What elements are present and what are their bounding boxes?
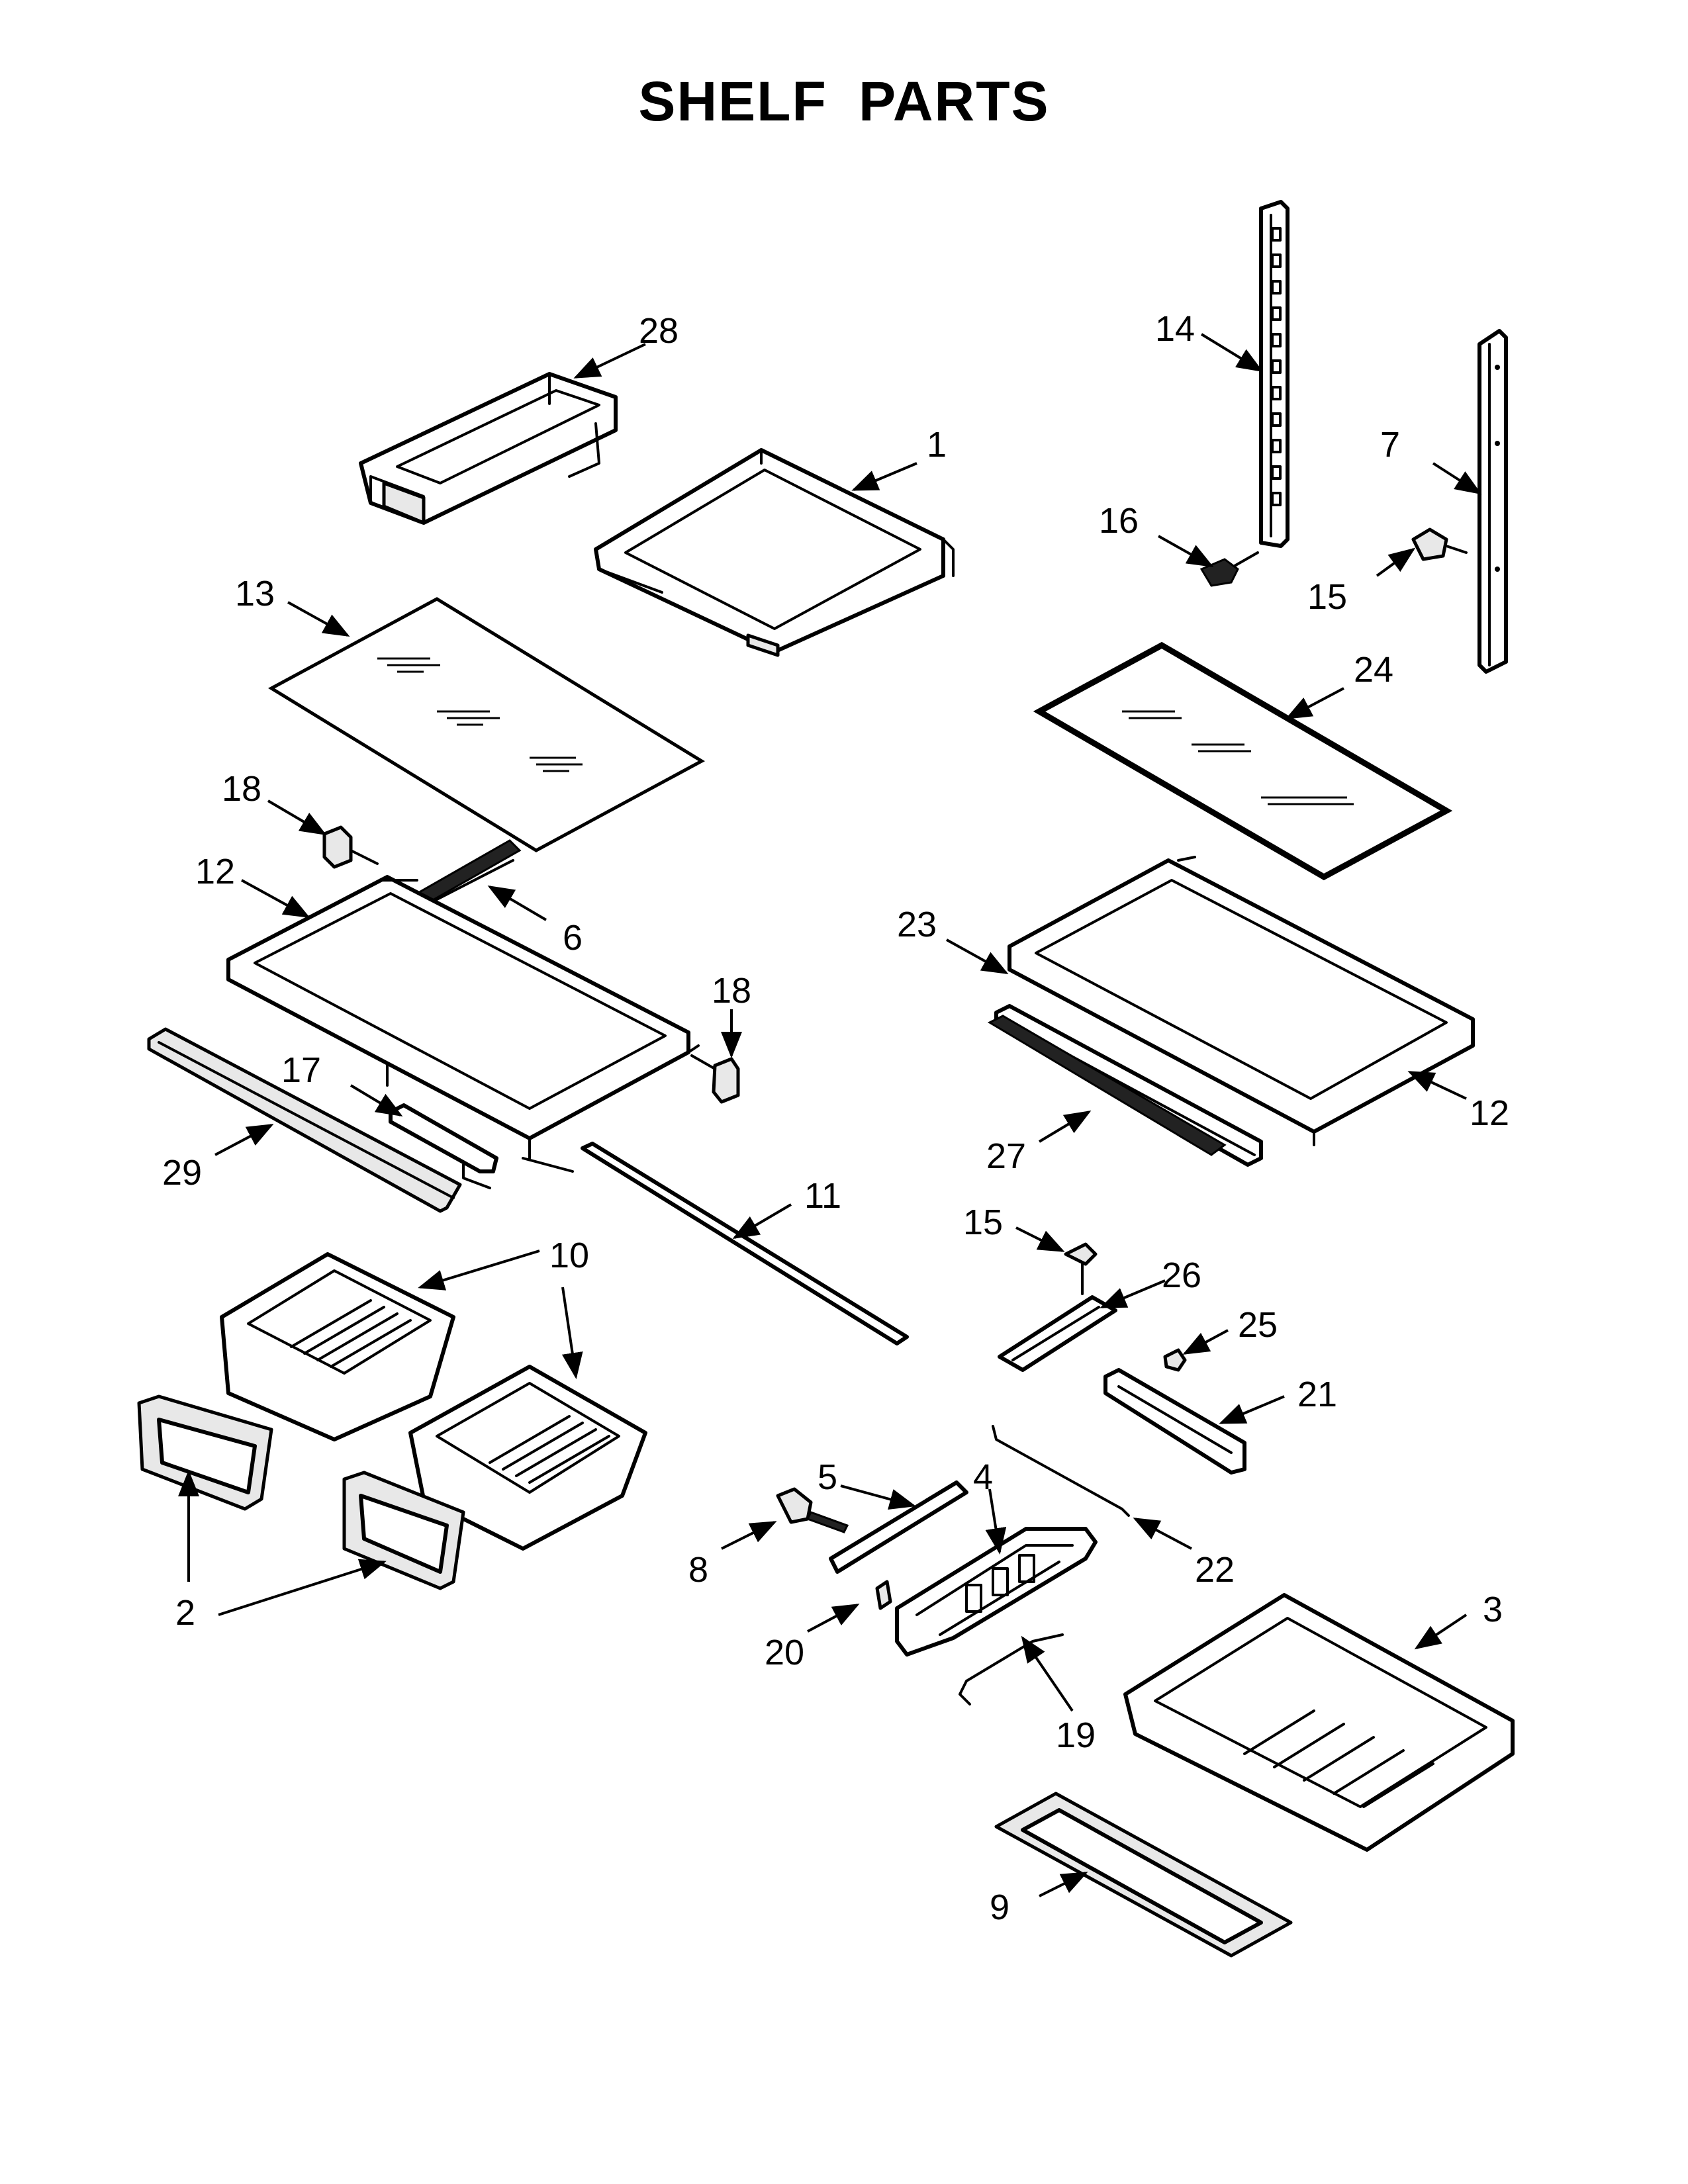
part-18-clip-right bbox=[690, 1054, 740, 1104]
callout-labels: 28 1 14 7 16 15 13 24 18 12 6 23 18 17 2… bbox=[162, 309, 1509, 1927]
part-3-pantry-drawer bbox=[1123, 1593, 1515, 1852]
part-29-shelf-trim bbox=[147, 1027, 462, 1213]
part-2-drawer-front-left bbox=[137, 1394, 273, 1511]
callout-11: 11 bbox=[804, 1176, 841, 1216]
part-11-rod bbox=[581, 1142, 909, 1345]
callout-4: 4 bbox=[973, 1457, 993, 1497]
leader-lines bbox=[178, 333, 1482, 1897]
part-21-slide-rail bbox=[1103, 1368, 1246, 1475]
part-27-seal-strip bbox=[987, 1015, 1227, 1156]
part-10-crisper-drawer-upper bbox=[220, 1252, 455, 1441]
callout-19: 19 bbox=[1056, 1715, 1096, 1755]
callout-28: 28 bbox=[639, 311, 679, 351]
callout-23: 23 bbox=[897, 905, 937, 944]
part-13-glass-panel bbox=[267, 597, 706, 852]
callout-10: 10 bbox=[549, 1236, 589, 1275]
part-24-glass-panel bbox=[1033, 641, 1453, 881]
callout-15-lower: 15 bbox=[963, 1203, 1003, 1242]
callout-12-right: 12 bbox=[1470, 1093, 1509, 1133]
callout-21: 21 bbox=[1297, 1375, 1337, 1414]
callout-13: 13 bbox=[235, 574, 275, 614]
callout-15-upper: 15 bbox=[1307, 577, 1347, 617]
part-7-side-rail bbox=[1477, 329, 1508, 674]
part-18-clip-upper bbox=[322, 825, 379, 869]
callout-17: 17 bbox=[281, 1050, 321, 1090]
callout-1: 1 bbox=[927, 425, 947, 465]
part-5-slide-bracket bbox=[829, 1480, 968, 1574]
part-20-clip bbox=[875, 1580, 892, 1610]
callout-3: 3 bbox=[1483, 1590, 1503, 1629]
callout-12-left: 12 bbox=[195, 852, 235, 891]
callout-9: 9 bbox=[990, 1888, 1009, 1927]
part-17-bracket bbox=[389, 1103, 498, 1189]
part-12-shelf-frame-right bbox=[1008, 856, 1475, 1146]
callout-8: 8 bbox=[688, 1550, 708, 1590]
part-14-shelf-ladder-rail bbox=[1259, 200, 1289, 548]
part-1-shelf-assembly bbox=[594, 448, 955, 657]
callout-14: 14 bbox=[1155, 309, 1195, 349]
part-12-shelf-frame-left bbox=[226, 875, 700, 1173]
callout-16: 16 bbox=[1099, 501, 1139, 541]
callout-22: 22 bbox=[1195, 1550, 1235, 1590]
part-22-rod bbox=[992, 1425, 1130, 1517]
part-15-screw-upper bbox=[1411, 527, 1468, 561]
part-28-shelf-caddy bbox=[359, 372, 618, 525]
callout-24: 24 bbox=[1354, 650, 1393, 690]
part-16-screw bbox=[1199, 551, 1259, 587]
part-8-bolt bbox=[776, 1487, 849, 1533]
callout-5: 5 bbox=[818, 1457, 837, 1497]
callout-29: 29 bbox=[162, 1153, 202, 1193]
callout-20: 20 bbox=[765, 1633, 804, 1672]
part-25-clip bbox=[1163, 1348, 1187, 1372]
callout-25: 25 bbox=[1238, 1305, 1278, 1345]
part-19-wire bbox=[959, 1633, 1064, 1706]
part-15-screw-lower bbox=[1064, 1242, 1098, 1295]
callout-18-right: 18 bbox=[712, 971, 751, 1011]
callout-2: 2 bbox=[175, 1593, 195, 1633]
callout-7: 7 bbox=[1380, 425, 1400, 465]
callout-6: 6 bbox=[563, 918, 583, 958]
callout-26: 26 bbox=[1162, 1255, 1201, 1295]
page-title: SHELF PARTS bbox=[638, 70, 1049, 132]
part-4-drawer-slide bbox=[895, 1527, 1098, 1657]
part-9-drawer-cover bbox=[994, 1792, 1293, 1958]
callout-18-upper: 18 bbox=[222, 769, 261, 809]
part-26-bracket-plate bbox=[998, 1295, 1117, 1372]
callout-27: 27 bbox=[986, 1136, 1026, 1176]
